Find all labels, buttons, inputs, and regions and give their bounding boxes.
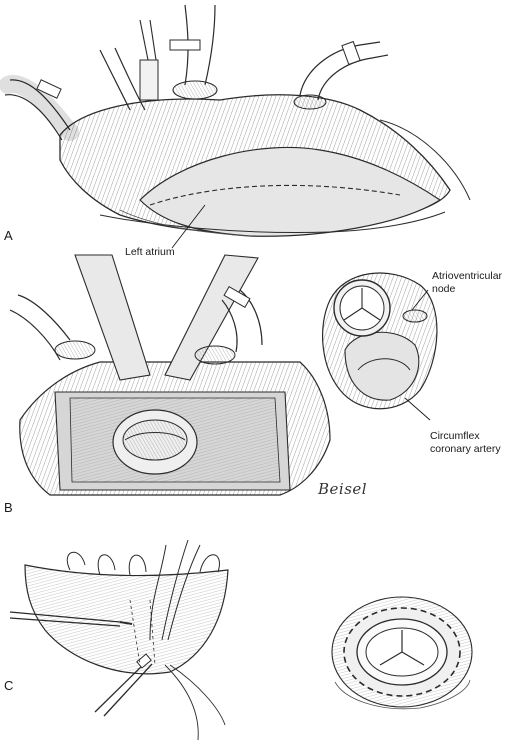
- panel-b-drawing: [9, 254, 331, 496]
- panel-c-drawing: [9, 539, 229, 741]
- panel-a-drawing: [0, 4, 471, 249]
- panel-c-ring: [331, 596, 473, 710]
- panel-b-inset: [321, 272, 438, 421]
- panel-letter-a: A: [4, 228, 13, 243]
- label-coronary-artery: coronary artery: [430, 443, 501, 455]
- label-left-atrium: Left atrium: [125, 246, 175, 258]
- panel-letter-c: C: [4, 678, 14, 693]
- label-circumflex: Circumflex: [430, 430, 480, 442]
- panel-letter-b: B: [4, 500, 13, 515]
- label-atrioventricular: Atrioventricular: [432, 270, 503, 282]
- artist-signature: Beisel: [318, 480, 368, 498]
- label-node: node: [432, 283, 456, 295]
